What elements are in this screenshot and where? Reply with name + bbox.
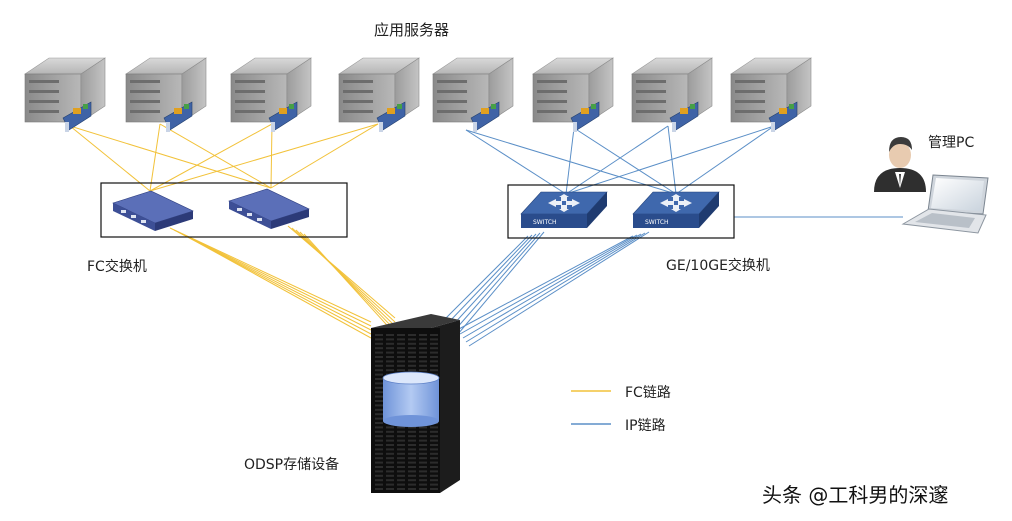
- person-icon: [874, 137, 926, 192]
- fc-link: [69, 125, 151, 192]
- fc-switches: [112, 188, 310, 231]
- ip-link: [465, 232, 646, 343]
- nic-card-icon: [768, 101, 798, 132]
- ip-link: [573, 127, 677, 195]
- fc-switch-icon: [112, 190, 194, 231]
- ip-link: [451, 233, 537, 327]
- fc-link: [270, 123, 273, 189]
- fc-link: [159, 123, 272, 189]
- ip-link: [667, 125, 677, 195]
- fc-link: [173, 229, 372, 327]
- ip-link: [468, 231, 650, 347]
- ip-switch-group-box: [507, 184, 735, 239]
- ip-link: [465, 129, 567, 195]
- watermark: 头条 @工科男的深邃: [762, 483, 948, 507]
- ip-switches: SWITCH SWITCH: [520, 191, 720, 228]
- fc-link: [149, 123, 161, 192]
- ethernet-switch-icon: SWITCH: [632, 191, 720, 228]
- fc-link: [177, 231, 372, 331]
- ip-link: [456, 235, 634, 331]
- storage-tower-icon: [371, 314, 460, 493]
- server-icon: [432, 57, 514, 132]
- fc-link: [287, 225, 396, 319]
- ip-link: [565, 125, 669, 195]
- ip-link: [565, 127, 575, 195]
- fc-link: [185, 235, 372, 339]
- ip-link: [675, 125, 775, 195]
- server-icon: [532, 57, 614, 132]
- hba-card-icon: [163, 101, 193, 132]
- mgmt-pc-label: 管理PC: [928, 135, 974, 151]
- legend-ip-label: IP链路: [625, 418, 666, 434]
- nic-card-icon: [570, 101, 600, 132]
- server-icon: [24, 57, 106, 132]
- fc-switch-label: FC交换机: [87, 258, 147, 275]
- fc-links: [69, 123, 396, 339]
- legend-fc-label: FC链路: [625, 385, 671, 401]
- fc-link: [299, 231, 396, 331]
- server-icon: [730, 57, 812, 132]
- fc-switch-icon: [228, 188, 310, 229]
- server-icon: [338, 57, 420, 132]
- hba-card-icon: [268, 101, 298, 132]
- switch-badge: SWITCH: [645, 219, 669, 226]
- ip-link: [462, 233, 642, 339]
- switch-badge: SWITCH: [533, 219, 557, 226]
- ip-link: [448, 234, 533, 323]
- ip-link: [565, 125, 775, 195]
- fc-link: [295, 229, 396, 327]
- ip-link: [457, 231, 545, 335]
- server-row: [24, 57, 812, 132]
- server-icon: [125, 57, 207, 132]
- ip-links: [445, 125, 903, 347]
- fc-link: [169, 227, 372, 323]
- fc-link: [291, 227, 396, 323]
- ethernet-switch-icon: SWITCH: [520, 191, 608, 228]
- nic-card-icon: [669, 101, 699, 132]
- fc-link: [149, 123, 379, 192]
- fc-link: [149, 123, 273, 192]
- hba-card-icon: [376, 101, 406, 132]
- nic-card-icon: [470, 101, 500, 132]
- laptop-icon: [901, 174, 989, 234]
- ip-link: [459, 234, 638, 335]
- ip-link: [465, 129, 677, 195]
- ip-link: [454, 232, 541, 331]
- fc-link: [69, 125, 272, 189]
- fc-link: [270, 123, 379, 189]
- server-icon: [230, 57, 312, 132]
- ip-switch-label: GE/10GE交换机: [666, 257, 770, 274]
- legend: FC链路 IP链路: [571, 385, 671, 434]
- fc-switch-group-box: [100, 182, 348, 238]
- storage-label: ODSP存储设备: [244, 456, 339, 473]
- fc-link: [303, 233, 396, 335]
- hba-card-icon: [62, 101, 92, 132]
- server-icon: [631, 57, 713, 132]
- disk-cylinder-icon: [382, 371, 440, 427]
- ip-link: [445, 235, 529, 319]
- servers-label: 应用服务器: [374, 21, 449, 39]
